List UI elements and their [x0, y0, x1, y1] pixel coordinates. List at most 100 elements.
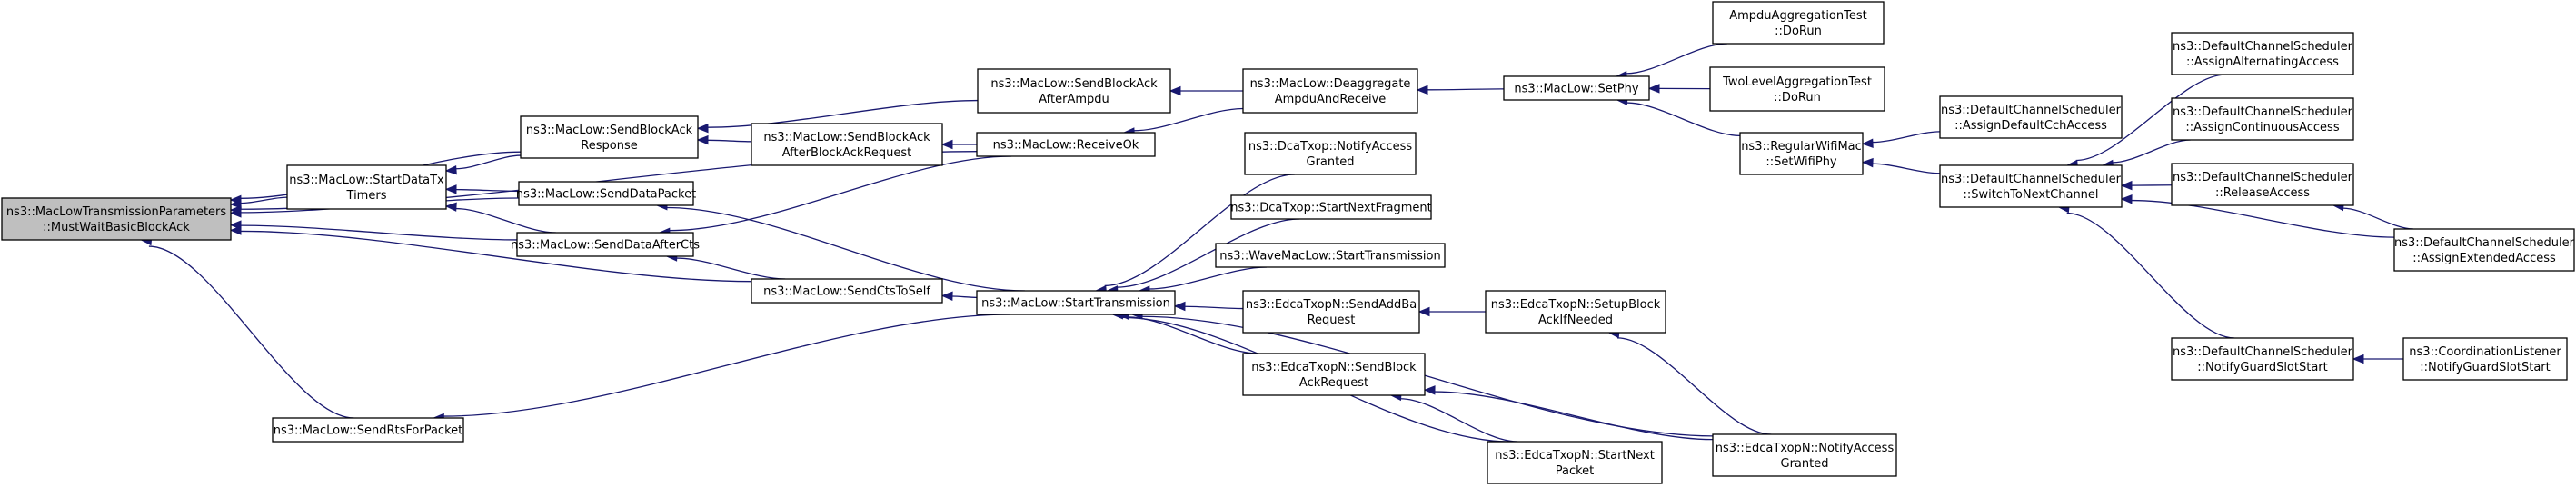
node-label-line: ns3::MacLow::SendBlockAck: [990, 77, 1158, 91]
node-box: [976, 132, 1156, 157]
edge-line: [676, 257, 786, 280]
edge-line: [707, 99, 979, 128]
node-label-line: ns3::MacLow::Deaggregate: [1250, 77, 1411, 91]
node-ampduAggregationTest[interactable]: AmpduAggregationTest::DoRun: [1712, 1, 1885, 45]
node-waveStartTransmission[interactable]: ns3::WaveMacLow::StartTransmission: [1215, 243, 1446, 268]
node-label-line: ns3::MacLow::SendBlockAck: [763, 131, 930, 144]
node-sendDataAfterCts[interactable]: ns3::MacLow::SendDataAfterCts: [511, 232, 700, 257]
node-label-line: ns3::EdcaTxopN::SendAddBa: [1246, 298, 1417, 312]
node-label-line: Granted: [1781, 457, 1829, 471]
edge-line: [1434, 391, 1714, 441]
edge-arrowhead: [1169, 85, 1181, 96]
edge-line: [2131, 199, 2395, 238]
node-assignContinuousAccess[interactable]: ns3::DefaultChannelScheduler::AssignCont…: [2171, 97, 2354, 141]
edge-arrowhead: [1861, 157, 1874, 168]
edge-line: [2075, 74, 2226, 162]
node-label-line: ns3::EdcaTxopN::NotifyAccess: [1716, 442, 1895, 455]
node-box: [286, 164, 447, 210]
node-label-line: ::AssignAlternatingAccess: [2186, 55, 2339, 69]
node-box: [1503, 75, 1650, 101]
node-root[interactable]: ns3::MacLowTransmissionParameters::MustW…: [1, 197, 232, 241]
edge-arrowhead: [1647, 84, 1660, 94]
node-assignDefaultCchAccess[interactable]: ns3::DefaultChannelScheduler::AssignDefa…: [1939, 95, 2123, 139]
node-label-line: ns3::DcaTxop::NotifyAccess: [1248, 140, 1413, 154]
edge-arrowhead: [444, 202, 457, 212]
node-label-line: ns3::MacLowTransmissionParameters: [6, 205, 227, 219]
node-label-line: AckIfNeeded: [1538, 314, 1613, 327]
edge-sendCtsToSelf-to-root: [229, 225, 752, 283]
edge-startTransmission-to-sendRtsForPacket: [433, 314, 1010, 423]
node-switchToNextChannel[interactable]: ns3::DefaultChannelScheduler::SwitchToNe…: [1939, 164, 2123, 208]
node-sendRtsForPacket[interactable]: ns3::MacLow::SendRtsForPacket: [272, 417, 464, 443]
node-label-line: ns3::DefaultChannelScheduler: [2173, 40, 2353, 54]
node-box: [1712, 1, 1885, 45]
edge-arrowhead: [1861, 138, 1874, 148]
edge-arrowhead: [229, 204, 242, 215]
edge-line: [1872, 163, 1941, 174]
node-twoLevelAggregationTest[interactable]: TwoLevelAggregationTest::DoRun: [1709, 66, 1885, 112]
edge-line: [1104, 174, 1295, 287]
edge-line: [669, 155, 1012, 232]
edge-sendBlockAckAfterBlockAckRequest-to-sendBlockAckResponse: [696, 134, 752, 145]
node-sendCtsToSelf[interactable]: ns3::MacLow::SendCtsToSelf: [751, 278, 943, 304]
edge-arrowhead: [1423, 385, 1436, 395]
node-receiveOk[interactable]: ns3::MacLow::ReceiveOk: [976, 132, 1156, 157]
node-assignAlternatingAccess[interactable]: ns3::DefaultChannelScheduler::AssignAlte…: [2171, 32, 2354, 75]
node-box: [1739, 132, 1864, 175]
edge-dcaNotifyAccessGranted-to-startTransmission: [1094, 174, 1295, 295]
edge-assignExtendedAccess-to-releaseAccess: [2332, 201, 2414, 230]
node-box: [1230, 194, 1432, 220]
edge-line: [2342, 207, 2414, 230]
node-box: [1, 197, 232, 241]
node-releaseAccess[interactable]: ns3::DefaultChannelScheduler::ReleaseAcc…: [2171, 163, 2354, 206]
node-setPhy[interactable]: ns3::MacLow::SetPhy: [1503, 75, 1650, 101]
edge-arrowhead: [696, 123, 709, 134]
node-label-line: ::DoRun: [1775, 25, 1822, 38]
edge-line: [1133, 107, 1244, 132]
node-box: [751, 123, 943, 166]
node-regularWifiMacSetWifiPhy[interactable]: ns3::RegularWifiMac::SetWifiPhy: [1739, 132, 1864, 175]
edge-releaseAccess-to-switchToNextChannel: [2120, 180, 2173, 191]
edge-line: [240, 224, 518, 241]
edge-arrowhead: [1416, 85, 1428, 95]
node-startTransmission[interactable]: ns3::MacLow::StartTransmission: [976, 290, 1176, 315]
node-box: [1215, 243, 1446, 268]
node-label-line: Request: [1308, 314, 1356, 327]
edge-switchToNextChannel-to-regularWifiMacSetWifiPhy: [1861, 157, 1941, 174]
node-box: [2171, 163, 2354, 206]
node-label-line: ::AssignDefaultCchAccess: [1954, 119, 2107, 133]
node-box: [2402, 337, 2568, 381]
node-box: [518, 181, 694, 206]
node-box: [1242, 290, 1420, 334]
node-box: [516, 232, 694, 257]
node-notifyGuardSlotStart[interactable]: ns3::DefaultChannelScheduler::NotifyGuar…: [2171, 337, 2354, 381]
edge-notifyGuardSlotStart-to-switchToNextChannel: [2057, 203, 2235, 339]
node-coordinationListener[interactable]: ns3::CoordinationListener::NotifyGuardSl…: [2402, 337, 2568, 381]
node-label-line: Granted: [1307, 155, 1355, 169]
node-assignExtendedAccess[interactable]: ns3::DefaultChannelScheduler::AssignExte…: [2393, 228, 2575, 272]
edge-line: [148, 245, 354, 419]
node-sendDataPacket[interactable]: ns3::MacLow::SendDataPacket: [516, 181, 696, 206]
node-label-line: AckRequest: [1299, 376, 1368, 390]
edge-line: [455, 188, 520, 193]
node-label-line: Response: [581, 139, 637, 153]
edge-sendDataAfterCts-to-root: [229, 220, 518, 241]
edge-arrowhead: [940, 291, 953, 302]
edge-arrowhead: [1173, 301, 1186, 312]
node-sendBlockAckAfterBlockAckRequest[interactable]: ns3::MacLow::SendBlockAckAfterBlockAckRe…: [751, 123, 943, 166]
node-dcaStartNextFragment[interactable]: ns3::DcaTxop::StartNextFragment: [1230, 194, 1432, 220]
node-label-line: ns3::MacLow::SendRtsForPacket: [274, 424, 463, 438]
node-box: [1242, 353, 1426, 396]
edge-line: [1626, 102, 1741, 137]
edge-line: [2112, 139, 2191, 164]
